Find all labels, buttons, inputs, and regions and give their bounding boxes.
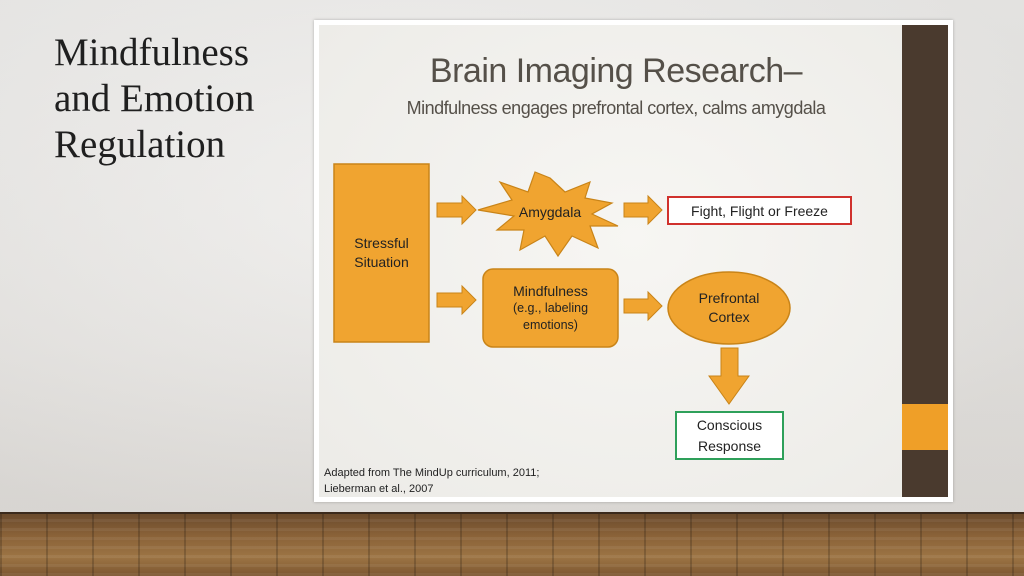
conscious-response-box: Conscious Response [675,411,784,460]
node-label-line: Conscious [696,416,763,433]
stressful-situation-node [333,163,430,343]
citation-line: Adapted from The MindUp curriculum, 2011… [324,467,540,479]
mindfulness-label: Mindfulness (e.g., labeling emotions) [483,276,618,340]
node-label-line: emotions) [523,317,578,332]
node-label-line: Situation [354,254,409,270]
stressful-situation-label: Stressful Situation [334,164,429,342]
arrow-to-fight-flight [623,194,663,226]
node-label-line: Response [697,437,762,454]
slide-title-line: Regulation [54,123,226,166]
slide-title-line: and Emotion [54,77,255,120]
fight-flight-freeze-label: Fight, Flight or Freeze [691,202,828,219]
slide-title-line: Mindfulness [54,31,249,74]
wood-floor [0,514,1024,576]
arrow-to-mindfulness [436,284,477,316]
amygdala-label: Amygdala [518,203,582,220]
diagram-subtitle: Mindfulness engages prefrontal cortex, c… [406,98,826,118]
arrow-to-amygdala [436,194,477,226]
diagram-title: Brain Imaging Research– [429,52,803,90]
node-label-line: Stressful [354,235,409,251]
fight-flight-freeze-box: Fight, Flight or Freeze [667,196,852,225]
citation: Adapted from The MindUp curriculum, 2011… [324,465,539,497]
prefrontal-cortex-label: Prefrontal Cortex [668,286,790,330]
arrow-to-conscious-response [708,347,750,405]
decorative-side-accent [902,404,948,450]
node-label-line: Mindfulness [513,282,588,299]
node-label-line: Prefrontal [698,290,760,306]
node-label-line: Cortex [708,309,750,325]
arrow-to-prefrontal [623,290,663,322]
mindfulness-node [482,268,619,348]
node-label-line: (e.g., labeling [512,300,589,315]
slide-title: Mindfulness and Emotion Regulation [54,30,304,168]
amygdala-starburst-node [477,171,619,258]
prefrontal-cortex-node [667,271,791,345]
citation-line: Lieberman et al., 2007 [324,483,434,495]
